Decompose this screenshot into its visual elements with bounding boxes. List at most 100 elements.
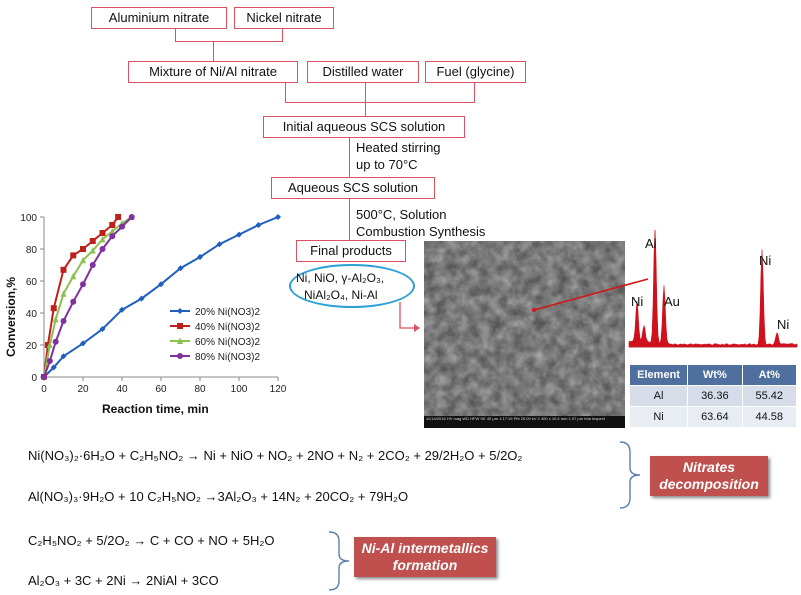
data-point [109, 233, 115, 239]
products-line-1: Ni, NiO, γ-Al₂O₃, [296, 270, 384, 287]
legend-label: 20% Ni(NO3)2 [195, 307, 260, 318]
connector [365, 82, 366, 102]
nitrates-decomposition-label: Nitrates decomposition [650, 456, 768, 496]
x-axis-label: Reaction time, min [102, 401, 209, 418]
y-tick-label: 0 [31, 373, 37, 384]
step-temperature-label: up to 70°C [356, 156, 418, 173]
x-tick-label: 120 [270, 384, 287, 395]
connector [282, 28, 283, 41]
equation-nickel-nitrate: Ni(NO₃)₂·6H₂O + C₂H₅NO₂ → Ni + NiO + NO₂… [28, 448, 522, 463]
y-tick-label: 80 [26, 245, 38, 256]
sem-micrograph: 11/14/2016 HV mag WD HFW SE 40 μm 1:17:1… [424, 241, 625, 428]
y-tick-label: 100 [20, 213, 37, 224]
brace-intermetallics [327, 530, 353, 592]
data-point [177, 353, 183, 359]
data-point [70, 299, 76, 305]
distilled-water-box: Distilled water [307, 61, 419, 83]
equation-nial-formation: Al₂O₃ + 3C + 2Ni → 2NiAl + 3CO [28, 573, 219, 588]
peak-label-al: Al [645, 235, 657, 252]
data-point [61, 318, 67, 324]
series-line [44, 217, 118, 377]
composition-table: Element Wt% At% Al 36.36 55.42 Ni 63.64 … [629, 364, 797, 428]
data-point [51, 305, 57, 311]
table-cell: 55.42 [742, 386, 796, 407]
connector [474, 82, 475, 102]
connector [349, 198, 350, 240]
data-point [53, 339, 59, 345]
table-cell: 63.64 [688, 407, 742, 428]
data-point [100, 246, 106, 252]
intermetallic-line-2: formation [393, 557, 458, 574]
table-header: Wt% [688, 365, 742, 386]
peak-label-ni-left: Ni [631, 293, 643, 310]
equation-glycine: C₂H₅NO₂ + 5/2O₂ → C + CO + NO + 5H₂O [28, 533, 275, 548]
aqueous-solution-box: Aqueous SCS solution [271, 177, 435, 199]
data-point [61, 267, 67, 273]
step-heated-label: Heated stirring [356, 139, 441, 156]
data-point [90, 262, 96, 268]
brace-nitrates [618, 440, 644, 510]
connector [349, 137, 350, 177]
connector [285, 102, 475, 103]
data-point [275, 214, 281, 220]
connector [365, 102, 366, 116]
legend-label: 60% Ni(NO3)2 [195, 337, 260, 348]
nitrates-line-1: Nitrates [683, 459, 735, 476]
y-axis-label: Conversion,% [4, 277, 18, 357]
arrow-to-sem [380, 300, 420, 340]
table-cell: 36.36 [688, 386, 742, 407]
conversion-chart: 02040608010002040608010012020% Ni(NO3)24… [0, 205, 300, 420]
equation-aluminium-nitrate: Al(NO₃)₃·9H₂O + 10 C₂H₅NO₂ →3Al₂O₃ + 14N… [28, 489, 408, 504]
x-tick-label: 100 [231, 384, 248, 395]
nitrates-line-2: decomposition [659, 476, 759, 493]
nickel-nitrate-box: Nickel nitrate [234, 7, 334, 29]
data-point [129, 214, 135, 220]
intermetallics-formation-label: Ni-Al intermetallics formation [354, 537, 496, 577]
data-point [119, 224, 125, 230]
data-point [53, 316, 59, 323]
table-header: At% [742, 365, 796, 386]
data-point [47, 358, 53, 364]
mixture-box: Mixture of Ni/Al nitrate [128, 61, 298, 83]
peak-label-ni-right: Ni [777, 316, 789, 333]
fuel-box: Fuel (glycine) [425, 61, 526, 83]
table-cell: 44.58 [742, 407, 796, 428]
connector [213, 41, 214, 61]
data-point [115, 214, 121, 220]
x-tick-label: 0 [41, 384, 47, 395]
initial-solution-box: Initial aqueous SCS solution [263, 116, 465, 138]
x-tick-label: 80 [194, 384, 206, 395]
x-tick-label: 20 [77, 384, 89, 395]
aluminium-nitrate-box: Aluminium nitrate [91, 7, 227, 29]
step-synthesis-label-2: Combustion Synthesis [356, 223, 485, 240]
data-point [70, 252, 76, 258]
sem-texture [424, 241, 625, 428]
legend-label: 80% Ni(NO3)2 [195, 352, 260, 363]
y-tick-label: 20 [26, 341, 38, 352]
table-header: Element [630, 365, 688, 386]
data-point [41, 374, 47, 380]
table-row: Ni 63.64 44.58 [630, 407, 797, 428]
peak-label-ni-top: Ni [759, 252, 771, 269]
data-point [109, 222, 115, 228]
connector [175, 41, 283, 42]
table-cell: Al [630, 386, 688, 407]
connector [285, 82, 286, 102]
step-synthesis-label: 500°C, Solution [356, 206, 446, 223]
data-point [80, 281, 86, 287]
connector [175, 28, 176, 41]
peak-label-au: Au [664, 293, 680, 310]
legend-label: 40% Ni(NO3)2 [195, 322, 260, 333]
data-point [177, 323, 183, 329]
intermetallic-line-1: Ni-Al intermetallics [362, 540, 489, 557]
sem-info-bar: 11/14/2016 HV mag WD HFW SE 40 μm 1:17:1… [426, 416, 623, 428]
data-point [100, 230, 106, 236]
data-point [177, 308, 183, 314]
y-tick-label: 60 [26, 277, 38, 288]
y-tick-label: 40 [26, 309, 38, 320]
table-row: Al 36.36 55.42 [630, 386, 797, 407]
final-products-box: Final products [296, 240, 406, 262]
products-line-2: NiAl₂O₄, Ni-Al [304, 287, 378, 304]
data-point [90, 238, 96, 244]
table-cell: Ni [630, 407, 688, 428]
